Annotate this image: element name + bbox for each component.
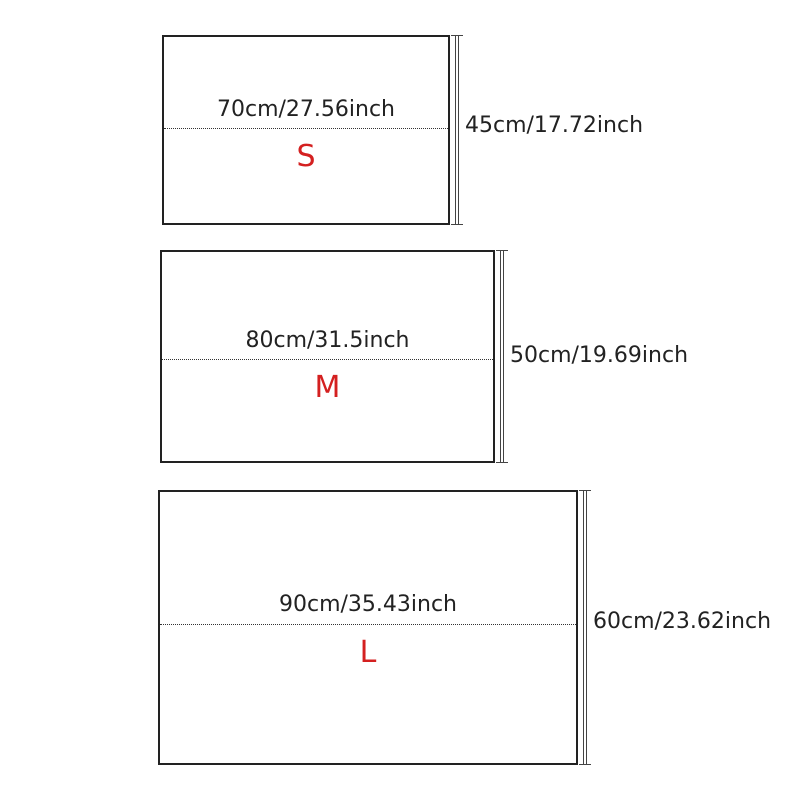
size-m-height-rule <box>496 250 508 463</box>
size-l-panel: 90cm/35.43inch L <box>158 490 578 765</box>
size-l-width-line <box>160 624 576 625</box>
size-l-letter: L <box>359 635 377 670</box>
size-m-panel: 80cm/31.5inch M <box>160 250 495 463</box>
size-s-width-line <box>164 128 448 129</box>
size-s-width-label: 70cm/27.56inch <box>216 97 395 122</box>
size-m-width-label: 80cm/31.5inch <box>245 328 410 353</box>
size-m-width-line <box>162 359 493 360</box>
size-s-height-label: 45cm/17.72inch <box>465 113 644 138</box>
size-l-height-rule <box>579 490 591 765</box>
size-m-height-label: 50cm/19.69inch <box>510 343 689 368</box>
size-l-width-label: 90cm/35.43inch <box>278 592 457 617</box>
size-s-letter: S <box>296 139 316 174</box>
size-l-height-label: 60cm/23.62inch <box>593 609 772 634</box>
size-s-height-rule <box>451 35 463 225</box>
size-s-panel: 70cm/27.56inch S <box>162 35 450 225</box>
size-m-letter: M <box>314 370 341 405</box>
